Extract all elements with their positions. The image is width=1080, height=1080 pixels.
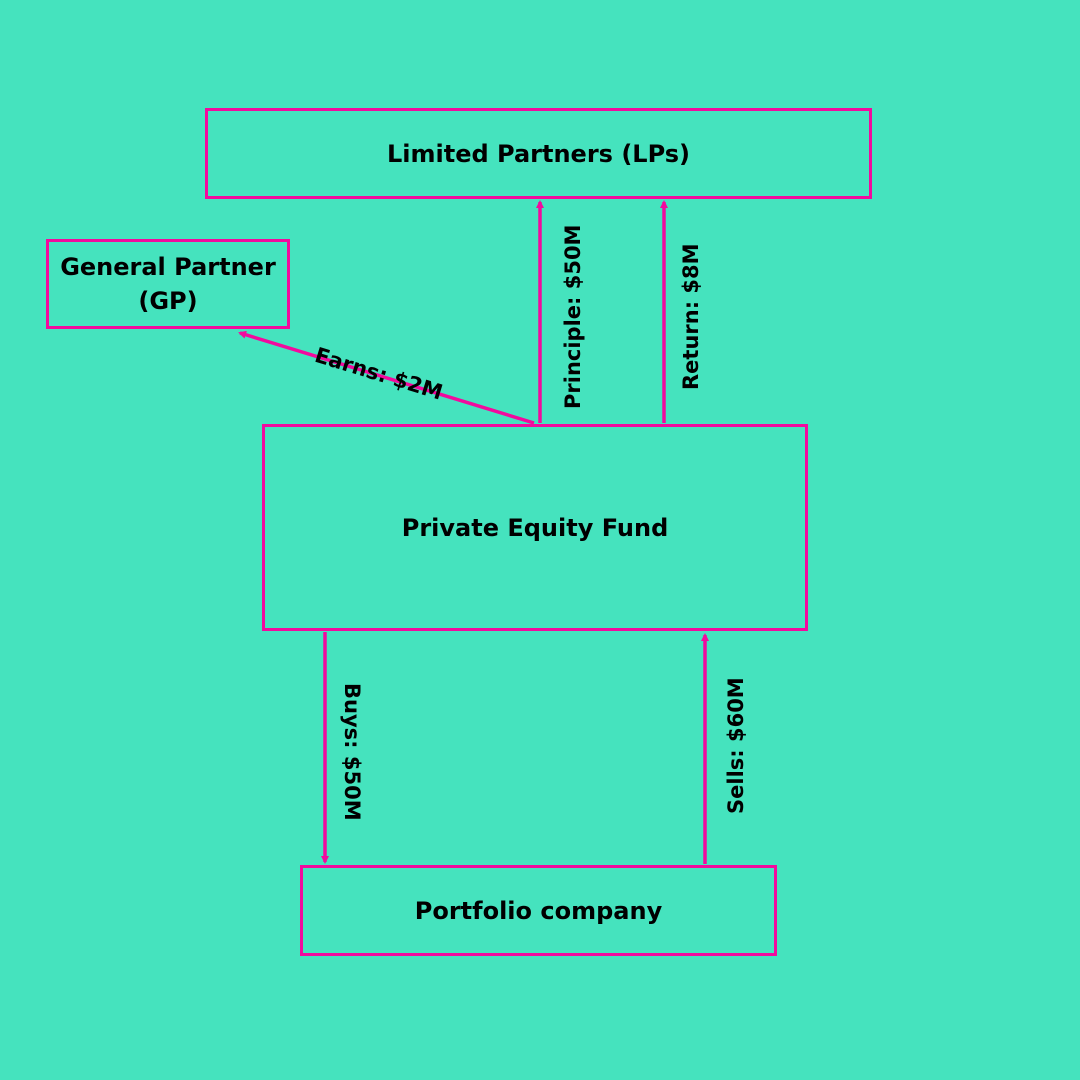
general-partner-label-line1: General Partner	[60, 253, 276, 281]
sells-label: Sells: $60M	[724, 677, 748, 814]
limited-partners-box: Limited Partners (LPs)	[205, 108, 872, 199]
portfolio-company-box: Portfolio company	[300, 865, 777, 956]
buys-label: Buys: $50M	[340, 683, 364, 821]
arrow-earns	[238, 330, 535, 425]
portfolio-company-label: Portfolio company	[414, 896, 663, 925]
general-partner-label-line2: (GP)	[138, 287, 198, 315]
general-partner-label: General Partner (GP)	[60, 250, 276, 318]
private-equity-fund-box: Private Equity Fund	[262, 424, 808, 631]
return-label: Return: $8M	[679, 243, 703, 390]
private-equity-fund-label: Private Equity Fund	[401, 513, 669, 542]
principle-label: Principle: $50M	[561, 224, 585, 409]
limited-partners-label: Limited Partners (LPs)	[386, 139, 690, 168]
general-partner-box: General Partner (GP)	[46, 239, 290, 329]
